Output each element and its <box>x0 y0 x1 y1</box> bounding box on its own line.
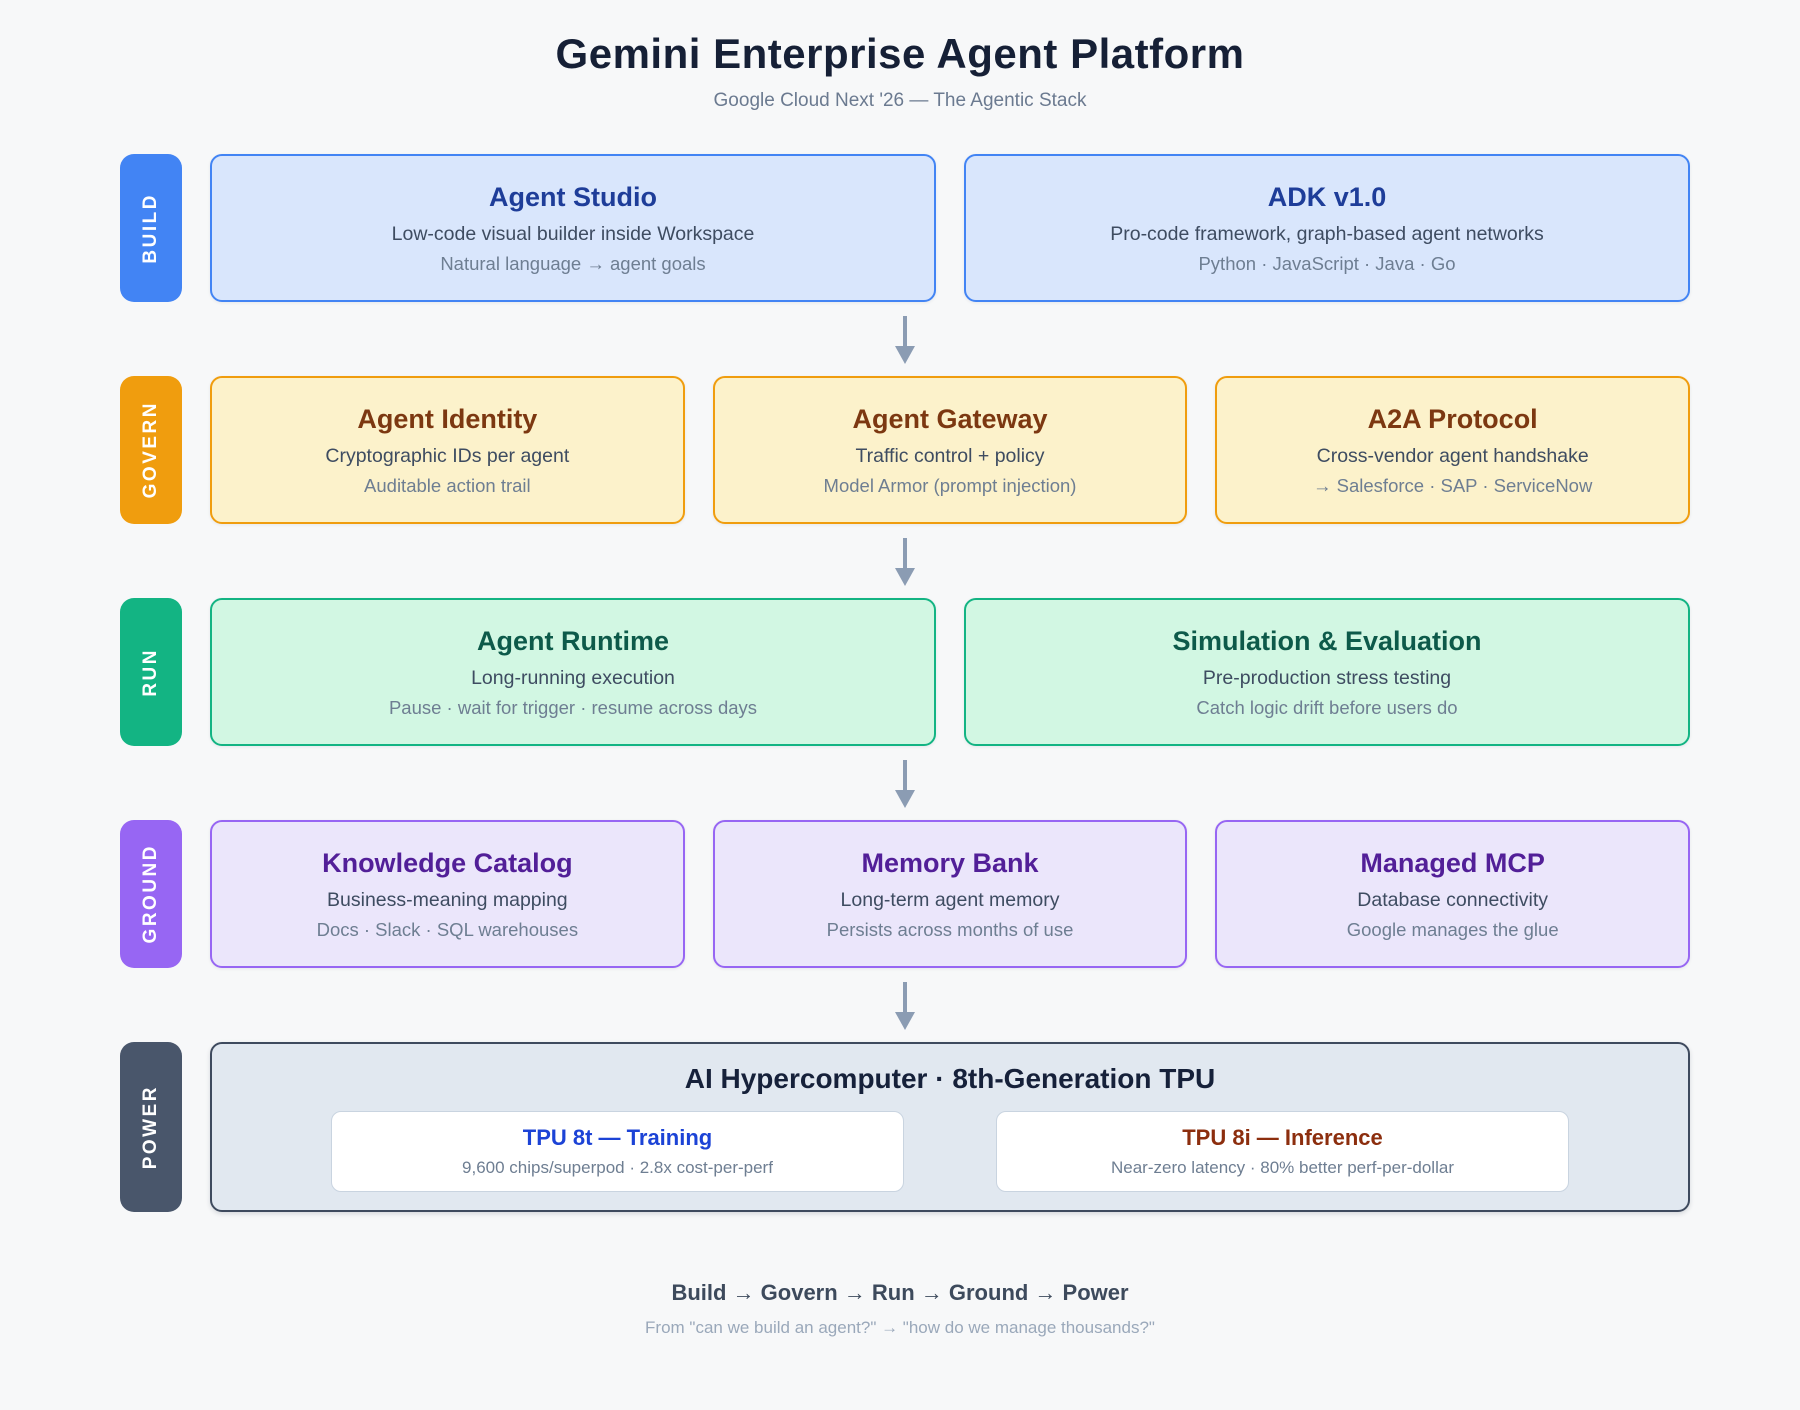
row-label-run-text: RUN <box>140 647 161 697</box>
flow-arrow-down-icon <box>895 982 915 1030</box>
card-agent-runtime-line1: Long-running execution <box>471 666 675 689</box>
row-govern-cards: Agent Identity Cryptographic IDs per age… <box>210 376 1691 524</box>
card-tpu-training-title: TPU 8t — Training <box>522 1124 713 1150</box>
card-agent-studio-line1: Low-code visual builder inside Workspace <box>391 222 755 245</box>
flow-arrow-down-icon <box>895 316 915 364</box>
card-simulation-evaluation-line1: Pre-production stress testing <box>1202 666 1452 689</box>
card-agent-gateway-line2: Model Armor (prompt injection) <box>823 474 1077 496</box>
card-adk-line1: Pro-code framework, graph-based agent ne… <box>1110 222 1544 245</box>
row-power: POWER AI Hypercomputer · 8th-Generation … <box>120 1042 1690 1212</box>
card-adk-line2: Python · JavaScript · Java · Go <box>1198 252 1456 274</box>
card-agent-gateway: Agent Gateway Traffic control + policy M… <box>712 376 1188 524</box>
row-label-run: RUN <box>120 598 182 746</box>
row-label-govern: GOVERN <box>120 376 182 524</box>
card-agent-runtime-title: Agent Runtime <box>477 625 669 656</box>
card-a2a-protocol: A2A Protocol Cross-vendor agent handshak… <box>1215 376 1691 524</box>
card-adk: ADK v1.0 Pro-code framework, graph-based… <box>964 154 1690 302</box>
row-label-ground-text: GROUND <box>140 844 161 944</box>
card-knowledge-catalog-line1: Business-meaning mapping <box>327 888 568 911</box>
card-memory-bank-line2: Persists across months of use <box>826 918 1074 940</box>
tpu-card-row: TPU 8t — Training 9,600 chips/superpod ·… <box>232 1110 1668 1192</box>
card-memory-bank-title: Memory Bank <box>861 847 1039 878</box>
row-label-build-text: BUILD <box>140 192 161 264</box>
card-agent-identity: Agent Identity Cryptographic IDs per age… <box>210 376 685 524</box>
card-tpu-inference: TPU 8i — Inference Near-zero latency · 8… <box>996 1110 1569 1192</box>
card-agent-identity-line1: Cryptographic IDs per agent <box>325 444 570 467</box>
row-run: RUN Agent Runtime Long-running execution… <box>120 598 1690 746</box>
card-simulation-evaluation-title: Simulation & Evaluation <box>1172 625 1482 656</box>
card-agent-gateway-title: Agent Gateway <box>852 403 1048 434</box>
card-adk-title: ADK v1.0 <box>1267 181 1387 212</box>
card-tpu-inference-sub: Near-zero latency · 80% better perf-per-… <box>1111 1157 1454 1177</box>
page-title: Gemini Enterprise Agent Platform <box>555 30 1245 77</box>
card-agent-runtime: Agent Runtime Long-running execution Pau… <box>210 598 936 746</box>
page-header: Gemini Enterprise Agent Platform Google … <box>0 0 1800 112</box>
card-agent-identity-line2: Auditable action trail <box>364 474 531 496</box>
card-agent-studio-title: Agent Studio <box>489 181 657 212</box>
card-knowledge-catalog: Knowledge Catalog Business-meaning mappi… <box>210 820 685 968</box>
card-agent-identity-title: Agent Identity <box>357 403 538 434</box>
card-managed-mcp-title: Managed MCP <box>1360 847 1545 878</box>
card-agent-runtime-line2: Pause · wait for trigger · resume across… <box>388 696 758 718</box>
card-agent-studio-line2: Natural language → agent goals <box>440 252 706 274</box>
card-ai-hypercomputer-title: AI Hypercomputer · 8th-Generation TPU <box>684 1062 1216 1094</box>
card-tpu-training: TPU 8t — Training 9,600 chips/superpod ·… <box>331 1110 904 1192</box>
flow-arrow-gap-4 <box>120 968 1690 1042</box>
card-a2a-protocol-line1: Cross-vendor agent handshake <box>1316 444 1589 467</box>
row-label-power: POWER <box>120 1042 182 1212</box>
card-knowledge-catalog-title: Knowledge Catalog <box>322 847 573 878</box>
flow-arrow-gap-2 <box>120 524 1690 598</box>
flow-arrow-down-icon <box>895 538 915 586</box>
card-agent-studio: Agent Studio Low-code visual builder ins… <box>210 154 936 302</box>
row-govern: GOVERN Agent Identity Cryptographic IDs … <box>120 376 1691 524</box>
card-memory-bank-line1: Long-term agent memory <box>840 888 1060 911</box>
row-build: BUILD Agent Studio Low-code visual build… <box>120 154 1690 302</box>
card-simulation-evaluation: Simulation & Evaluation Pre-production s… <box>964 598 1690 746</box>
card-tpu-inference-title: TPU 8i — Inference <box>1182 1124 1383 1150</box>
card-memory-bank: Memory Bank Long-term agent memory Persi… <box>712 820 1188 968</box>
card-knowledge-catalog-line2: Docs · Slack · SQL warehouses <box>316 918 579 940</box>
flow-arrow-down-icon <box>895 760 915 808</box>
page-footer: Build → Govern → Run → Ground → Power Fr… <box>0 1280 1800 1338</box>
row-label-power-text: POWER <box>140 1084 161 1170</box>
row-label-ground: GROUND <box>120 820 182 968</box>
row-run-cards: Agent Runtime Long-running execution Pau… <box>210 598 1690 746</box>
row-build-cards: Agent Studio Low-code visual builder ins… <box>210 154 1690 302</box>
card-tpu-training-sub: 9,600 chips/superpod · 2.8x cost-per-per… <box>462 1157 773 1177</box>
page-subtitle: Google Cloud Next '26 — The Agentic Stac… <box>713 90 1087 111</box>
row-label-build: BUILD <box>120 154 182 302</box>
row-ground: GROUND Knowledge Catalog Business-meanin… <box>120 820 1691 968</box>
card-a2a-protocol-title: A2A Protocol <box>1367 403 1538 434</box>
layer-stack: BUILD Agent Studio Low-code visual build… <box>0 154 1800 1212</box>
footer-caption: From "can we build an agent?" → "how do … <box>645 1318 1155 1337</box>
row-power-cards: AI Hypercomputer · 8th-Generation TPU TP… <box>210 1042 1690 1212</box>
card-simulation-evaluation-line2: Catch logic drift before users do <box>1196 696 1458 718</box>
flow-arrow-gap-1 <box>120 302 1690 376</box>
flow-arrow-gap-3 <box>120 746 1690 820</box>
card-a2a-protocol-line2: → Salesforce · SAP · ServiceNow <box>1313 474 1593 496</box>
card-agent-gateway-line1: Traffic control + policy <box>855 444 1045 467</box>
card-managed-mcp-line1: Database connectivity <box>1357 888 1549 911</box>
row-label-govern-text: GOVERN <box>140 401 161 499</box>
footer-flow-summary: Build → Govern → Run → Ground → Power <box>671 1280 1129 1305</box>
row-ground-cards: Knowledge Catalog Business-meaning mappi… <box>210 820 1691 968</box>
card-managed-mcp: Managed MCP Database connectivity Google… <box>1215 820 1691 968</box>
card-managed-mcp-line2: Google manages the glue <box>1346 918 1559 940</box>
card-ai-hypercomputer: AI Hypercomputer · 8th-Generation TPU TP… <box>210 1042 1690 1212</box>
